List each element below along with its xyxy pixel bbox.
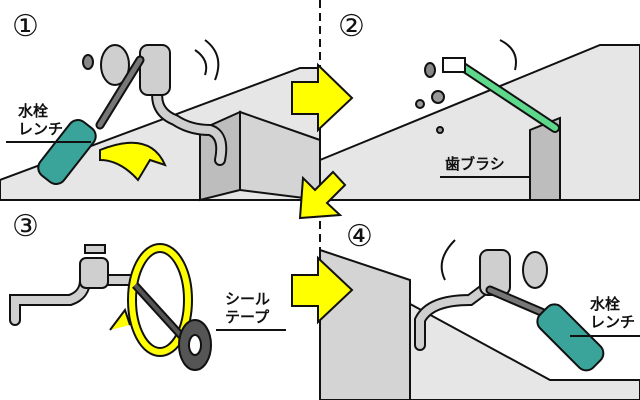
toothbrush-label: 歯ブラシ [445, 155, 505, 173]
leader-line [570, 335, 640, 337]
faucet-wrench-label: 水栓 レンチ [18, 102, 63, 138]
label-line-2: テープ [225, 308, 270, 326]
seal-tape-label: シール テープ [225, 290, 270, 326]
label-line-2: レンチ [18, 120, 64, 138]
step-4-number: ④ [346, 219, 373, 254]
label-line-2: レンチ [590, 313, 636, 331]
leader-line [440, 176, 530, 178]
label-line-1: 水栓 [590, 295, 621, 313]
leader-line [216, 329, 286, 331]
arrow-step1-to-2 [291, 62, 354, 133]
panel-2 [319, 39, 640, 201]
step-3-number: ③ [12, 209, 39, 244]
step-1-number: ① [12, 9, 39, 44]
faucet-wrench-label-4: 水栓 レンチ [590, 295, 635, 331]
arrow-step2-to-3 [298, 170, 347, 220]
label-line-1: 水栓 [18, 102, 49, 120]
panel-3 [9, 243, 212, 371]
arrow-step3-to-4 [291, 255, 354, 325]
step-2-number: ② [338, 9, 365, 44]
panel-1 [0, 39, 321, 202]
leader-line [6, 141, 91, 143]
panel-4 [319, 239, 640, 400]
label-line-1: シール [225, 290, 271, 308]
